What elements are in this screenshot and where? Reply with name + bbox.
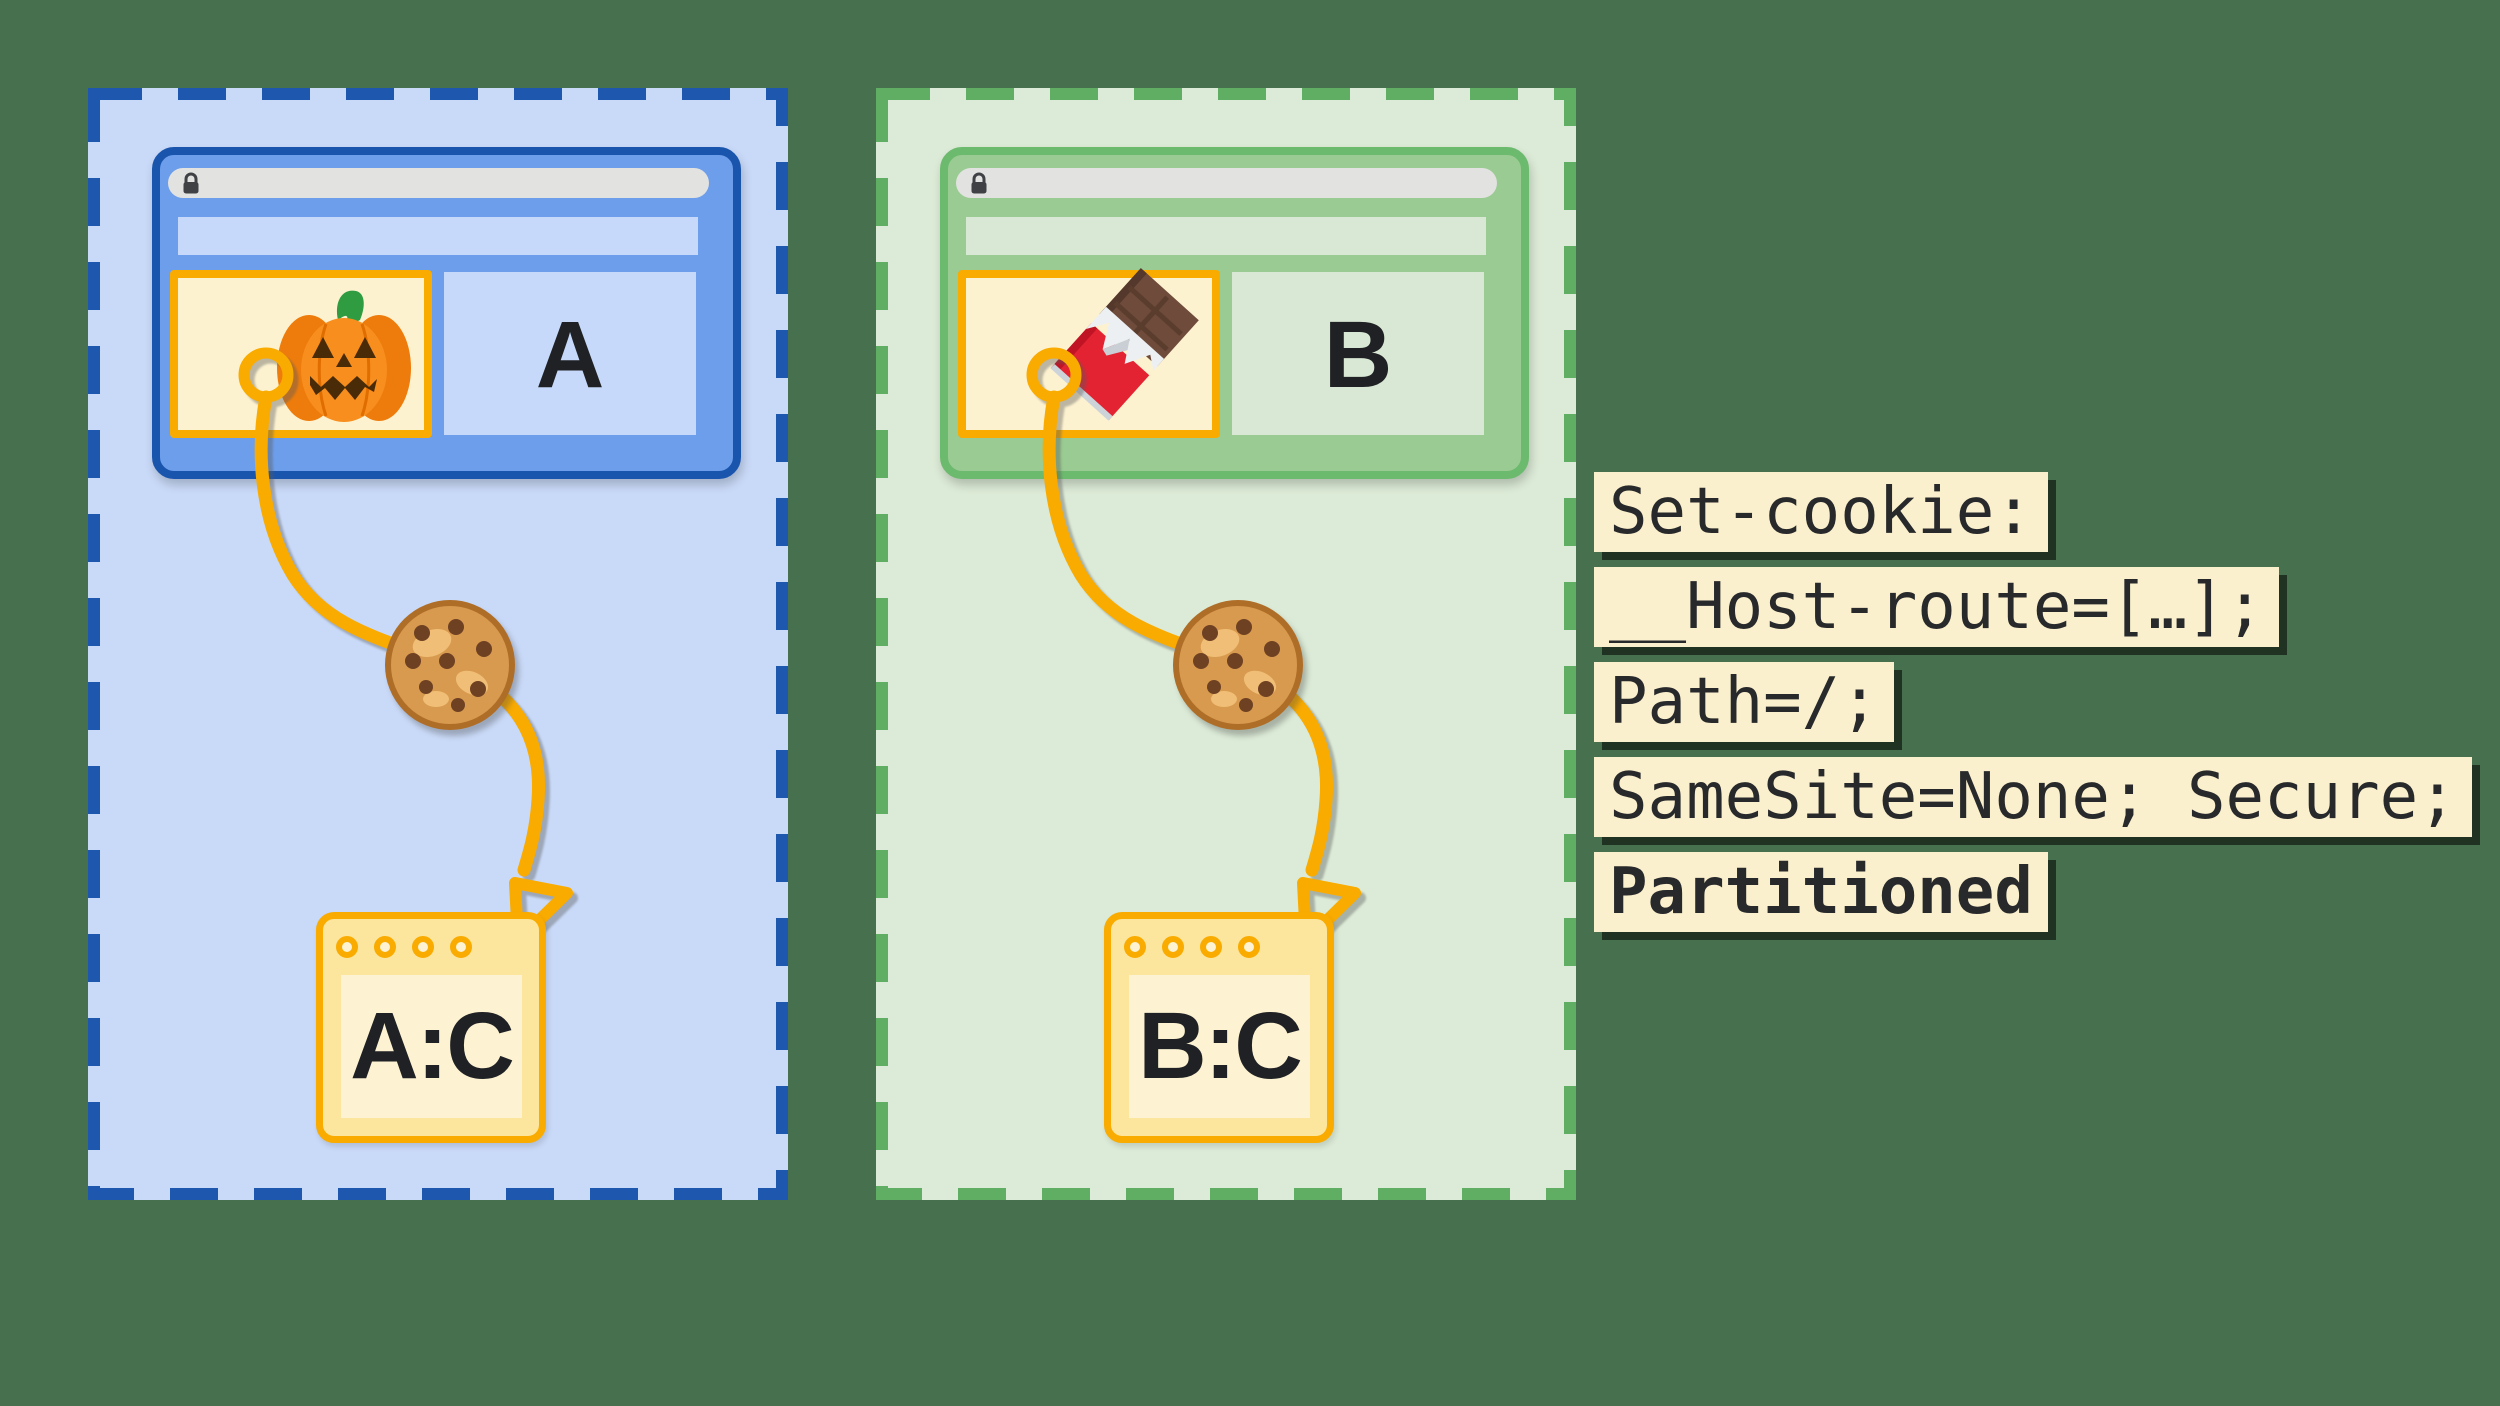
cookie-icon	[1173, 600, 1303, 730]
partition-b: B	[876, 88, 1576, 1200]
chocolate-bar-icon	[1050, 268, 1199, 421]
code-line: __Host-route=[…];	[1594, 567, 2280, 647]
code-line-partitioned: Partitioned	[1594, 852, 2048, 932]
code-line: SameSite=None; Secure;	[1594, 757, 2472, 837]
page-content-placeholder	[966, 217, 1486, 255]
page-content-placeholder	[178, 217, 698, 255]
partition-key-b: B:C	[1138, 993, 1303, 1099]
partition-b-dashed-border	[876, 88, 1576, 1200]
browser-window-a: A	[152, 147, 741, 479]
jar-body: B:C	[1129, 975, 1310, 1118]
site-a-label-box: A	[444, 272, 696, 435]
partition-key-a: A:C	[350, 993, 515, 1099]
set-cookie-snippet: Set-cookie: __Host-route=[…]; Path=/; Sa…	[1594, 472, 2472, 947]
lock-icon	[971, 172, 987, 194]
lock-icon	[183, 172, 199, 194]
dot-icon	[1124, 936, 1146, 958]
address-bar[interactable]	[168, 168, 709, 198]
dot-icon	[336, 936, 358, 958]
jar-header-dots	[323, 919, 539, 958]
cookie-jar-a: A:C	[316, 912, 546, 1143]
cookie-jar-b: B:C	[1104, 912, 1334, 1143]
dot-icon	[412, 936, 434, 958]
dot-icon	[1238, 936, 1260, 958]
partition-a-dashed-border	[88, 88, 788, 1200]
dot-icon	[1162, 936, 1184, 958]
code-line: Set-cookie:	[1594, 472, 2048, 552]
jar-header-dots	[1111, 919, 1327, 958]
browser-window-b: B	[940, 147, 1529, 479]
dot-icon	[374, 936, 396, 958]
dot-icon	[450, 936, 472, 958]
dot-icon	[1200, 936, 1222, 958]
site-b-label: B	[1323, 302, 1393, 408]
partition-a: A	[88, 88, 788, 1200]
cookie-icon	[385, 600, 515, 730]
jar-body: A:C	[341, 975, 522, 1118]
address-bar[interactable]	[956, 168, 1497, 198]
site-a-label: A	[535, 302, 605, 408]
site-b-label-box: B	[1232, 272, 1484, 435]
code-line: Path=/;	[1594, 662, 1894, 742]
jack-o-lantern-icon	[277, 290, 411, 422]
